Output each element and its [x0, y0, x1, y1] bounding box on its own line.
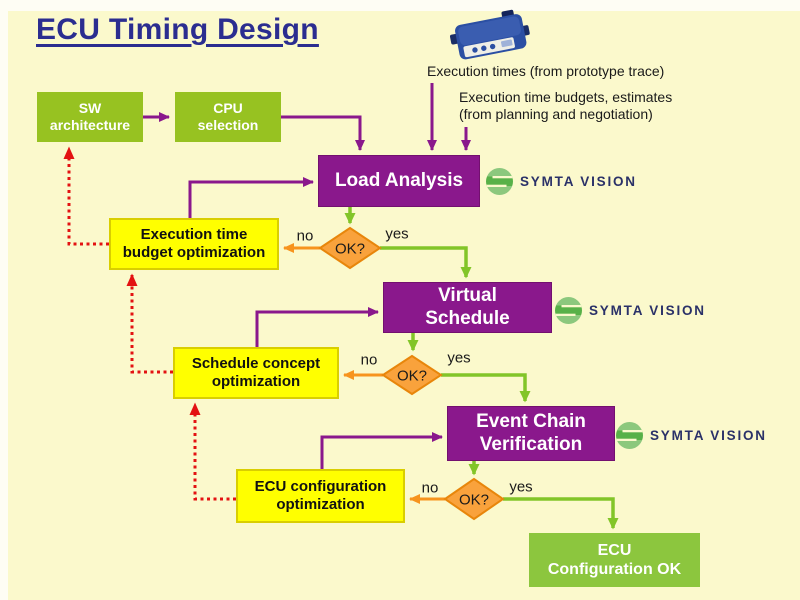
decision-2-label: OK? — [396, 367, 428, 385]
slide-left-margin — [0, 0, 8, 600]
decision-3-yes-label: yes — [509, 478, 533, 496]
node-event-chain-verification: Event Chain Verification — [447, 406, 615, 461]
ecu-device-icon — [449, 9, 530, 60]
symta-vision-icon — [616, 422, 643, 449]
page-title: ECU Timing Design — [36, 13, 319, 46]
decision-2-yes-label: yes — [447, 349, 471, 367]
node-schedule-concept-optimization: Schedule concept optimization — [173, 347, 339, 399]
decision-1-yes-label: yes — [385, 225, 409, 243]
symta-vision-logo-1: SYMTA VISION — [486, 168, 637, 195]
annotation-execution-budgets: Execution time budgets, estimates (from … — [459, 89, 673, 122]
node-virtual-schedule: Virtual Schedule — [383, 282, 552, 333]
decision-2-no-label: no — [360, 351, 378, 369]
slide-top-margin — [0, 0, 800, 11]
node-sw-architecture: SW architecture — [37, 92, 143, 142]
decision-1-no-label: no — [296, 227, 314, 245]
red-feedback-arrows — [63, 146, 236, 501]
decision-3-no-label: no — [421, 479, 439, 497]
node-ecu-configuration-ok: ECU Configuration OK — [529, 533, 700, 587]
symta-vision-icon — [486, 168, 513, 195]
node-execution-time-budget-optimization: Execution time budget optimization — [109, 218, 279, 270]
decision-1-label: OK? — [334, 240, 366, 258]
symta-vision-logo-2: SYMTA VISION — [555, 297, 706, 324]
annotation-execution-times: Execution times (from prototype trace) — [427, 63, 665, 79]
symta-vision-wordmark: SYMTA VISION — [520, 174, 637, 189]
node-ecu-configuration-optimization: ECU configuration optimization — [236, 469, 405, 523]
symta-vision-wordmark: SYMTA VISION — [589, 303, 706, 318]
node-load-analysis: Load Analysis — [318, 155, 480, 207]
symta-vision-wordmark: SYMTA VISION — [650, 428, 767, 443]
symta-vision-icon — [555, 297, 582, 324]
decision-3-label: OK? — [458, 491, 490, 509]
node-cpu-selection: CPU selection — [175, 92, 281, 142]
symta-vision-logo-3: SYMTA VISION — [616, 422, 767, 449]
